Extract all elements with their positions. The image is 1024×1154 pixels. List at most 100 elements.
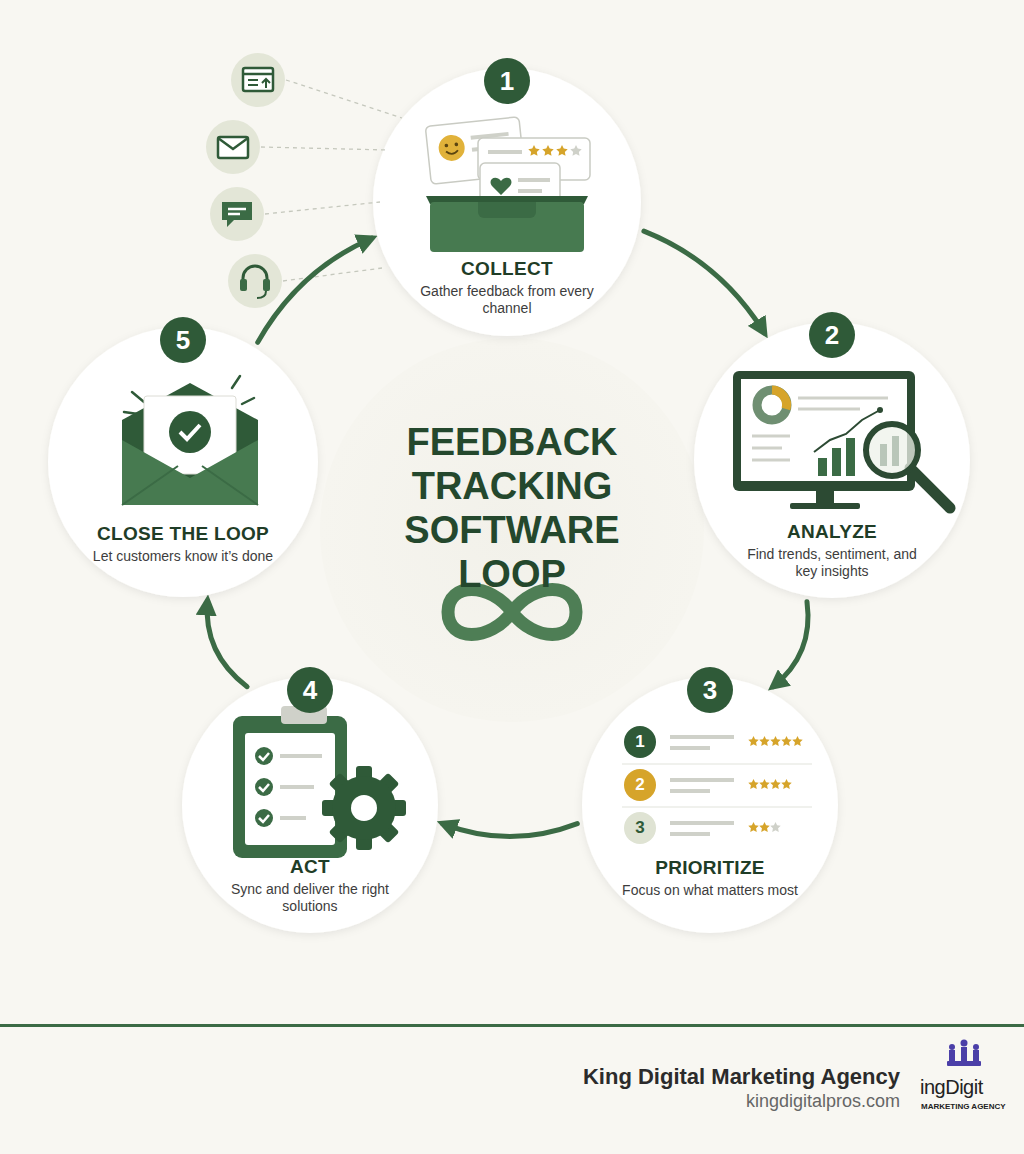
- text-wrap: COLLECTGather feedback from every channe…: [373, 258, 641, 317]
- clipboard-illustration-part: [322, 766, 406, 850]
- clipboard-illustration-part: [280, 756, 322, 818]
- envelope-illustration-part-part: [132, 392, 144, 402]
- clipboard-illustration-part-part: [255, 778, 273, 796]
- monitor-illustration-part: [757, 390, 787, 420]
- inbox-illustration-part-part: [437, 134, 466, 163]
- clipboard-illustration-part-part: [329, 773, 400, 844]
- ranked-list-part-part: [622, 763, 812, 764]
- channel-leaders-part: [283, 268, 382, 281]
- rank-number: 1: [625, 727, 655, 757]
- inbox-illustration-part: [430, 202, 584, 252]
- envelope-illustration-part: [169, 411, 211, 453]
- channel-icons-part: [248, 79, 258, 81]
- ranked-list-part-part: [770, 779, 780, 789]
- ranked-list-part-part: [670, 789, 710, 793]
- diagram-title: FEEDBACK TRACKING SOFTWARE LOOP: [362, 420, 662, 596]
- ranked-list-part-part: [781, 736, 791, 746]
- clipboard-illustration: [233, 700, 406, 858]
- monitor-illustration-part: [816, 491, 834, 504]
- ranked-list-part: [624, 726, 656, 758]
- inbox-illustration-part: [478, 202, 536, 218]
- step-heading: ACT: [182, 856, 438, 878]
- logo-crown-part: [961, 1040, 968, 1047]
- ranked-list-part: [624, 812, 656, 844]
- footer-text: kingdigitalpros.com: [746, 1091, 900, 1112]
- rank-number: 2: [625, 770, 655, 800]
- monitor-illustration-part: [798, 397, 888, 400]
- monitor-illustration-part: [880, 444, 887, 466]
- ranked-list-part-part: [759, 822, 769, 832]
- step-description: Find trends, sentiment, and key insights: [737, 546, 927, 580]
- envelope-illustration: [122, 376, 258, 505]
- inbox-illustration-part: [570, 145, 581, 156]
- process-circle: 5CLOSE THE LOOPLet customers know it’s d…: [48, 327, 318, 597]
- node-circles-part: [694, 322, 970, 598]
- footer-text: ingDigit: [920, 1076, 983, 1099]
- step-heading: PRIORITIZE: [582, 857, 838, 879]
- envelope-illustration-part: [180, 425, 200, 439]
- channel-leaders-part: [265, 202, 380, 214]
- monitor-illustration-part: [866, 424, 918, 476]
- footer-text: King Digital Marketing Agency: [583, 1064, 900, 1090]
- ranked-list-part-part: [670, 735, 734, 739]
- clipboard-illustration-part-part: [259, 753, 269, 760]
- monitor-illustration: [733, 371, 950, 509]
- cycle-arrow: [443, 824, 578, 837]
- footer-text: MARKETING AGENCY: [921, 1102, 1006, 1111]
- ranked-list-part-part: [748, 779, 758, 789]
- inbox-illustration-part: [488, 150, 522, 154]
- clipboard-illustration-part-part: [351, 795, 377, 821]
- inbox-illustration-part-part: [444, 143, 448, 147]
- process-circle: 1COLLECTGather feedback from every chann…: [373, 68, 641, 336]
- monitor-illustration-part: [752, 459, 790, 462]
- ranked-list-part-part: [748, 736, 758, 746]
- channel-icons-part: [228, 213, 240, 216]
- monitor-illustration-part: [910, 468, 950, 508]
- step-number: 4: [287, 667, 333, 713]
- step-number: 5: [160, 317, 206, 363]
- cycle-arrow: [644, 231, 765, 333]
- channel-icons-part: [262, 79, 270, 88]
- ranked-list-part-part: [622, 806, 812, 807]
- clipboard-illustration-part: [259, 753, 269, 822]
- node-circles-part: [182, 677, 438, 933]
- inbox-illustration-part: [518, 189, 542, 193]
- inbox-illustration-part-part: [542, 145, 553, 156]
- node-circles: [48, 68, 970, 933]
- channel-icons-part: [231, 53, 285, 107]
- clipboard-illustration-part-part: [255, 747, 273, 765]
- step-number: 2: [809, 312, 855, 358]
- logo-crown-part: [961, 1047, 967, 1062]
- logo-crown-part: [949, 1044, 955, 1050]
- clipboard-illustration-part-part: [259, 815, 269, 822]
- inbox-illustration-part: [491, 178, 512, 195]
- channel-icons-part: [228, 254, 282, 308]
- step-number: 1: [484, 58, 530, 104]
- channel-leaders-part: [261, 147, 388, 150]
- ranked-list-part-part: [770, 736, 780, 746]
- channel-icons-part: [218, 138, 248, 149]
- ranked-list-part-part: [759, 736, 769, 746]
- ranked-list-part: [748, 736, 802, 832]
- monitor-illustration-part: [798, 408, 860, 411]
- channel-icons-part: [222, 202, 252, 227]
- channel-icons-part: [243, 68, 273, 91]
- monitor-illustration-part: [752, 447, 782, 450]
- ranked-list-part-part: [759, 779, 769, 789]
- logo-crown-part: [973, 1050, 979, 1062]
- logo-crown-part: [973, 1044, 979, 1050]
- rank-number: 3: [625, 813, 655, 843]
- ranked-list-part-part: [781, 779, 791, 789]
- step-heading: COLLECT: [373, 258, 641, 280]
- inbox-illustration-part-part: [528, 145, 539, 156]
- monitor-illustration-part: [892, 436, 899, 466]
- cycle-arrow: [258, 238, 372, 342]
- infinity-symbol: [448, 590, 576, 635]
- clipboard-illustration-part: [245, 733, 335, 845]
- logo-crown-part: [949, 1050, 955, 1062]
- step-number: 3: [687, 667, 733, 713]
- step-description: Focus on what matters most: [615, 882, 805, 899]
- footer-rule: [0, 1024, 1024, 1027]
- ranked-list-part-part: [748, 822, 758, 832]
